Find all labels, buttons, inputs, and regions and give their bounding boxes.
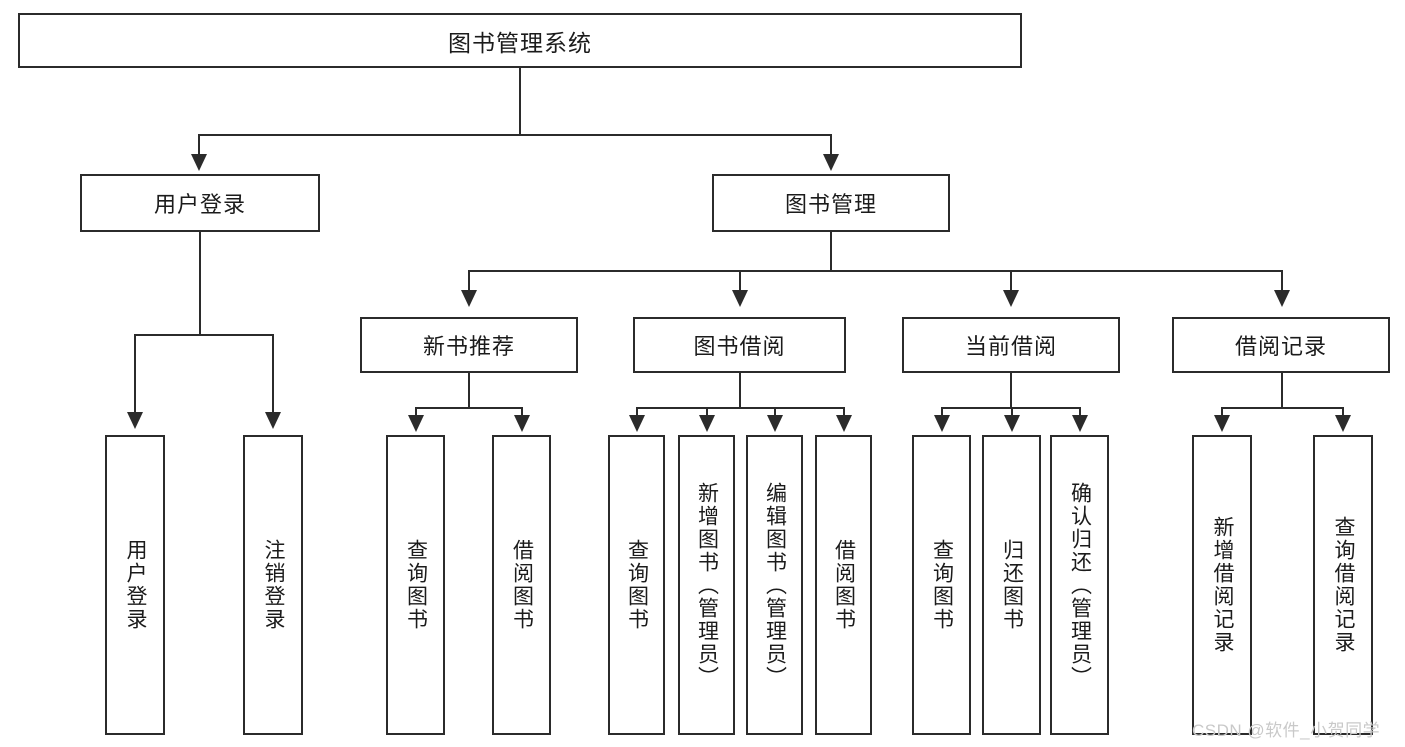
edge-user-login-drop-1 [272, 334, 274, 414]
leaf-logout[interactable]: 注销登录 [243, 435, 303, 735]
edge-borrow-record-drop-1 [1342, 407, 1344, 417]
edge-book-borrow-drop-1 [706, 407, 708, 417]
arrowhead-leaf-user-login [127, 412, 143, 429]
edge-book-mgmt-bus [468, 270, 1282, 272]
arrowhead-leaf-borrow-book-2 [836, 415, 852, 432]
edge-book-mgmt-stem [830, 232, 832, 272]
leaf-add-book-admin[interactable]: 新增图书（管理员） [678, 435, 735, 735]
edge-new-book-bus [415, 407, 522, 409]
node-root-system[interactable]: 图书管理系统 [18, 13, 1022, 68]
edge-book-mgmt-drop-2 [1010, 270, 1012, 292]
edge-book-borrow-drop-2 [774, 407, 776, 417]
arrowhead-leaf-confirm-return [1072, 415, 1088, 432]
edge-book-borrow-bus [636, 407, 844, 409]
leaf-query-book-recommend[interactable]: 查询图书 [386, 435, 445, 735]
arrowhead-leaf-query-book-1 [408, 415, 424, 432]
edge-book-mgmt-drop-0 [468, 270, 470, 292]
edge-user-login-stem [199, 232, 201, 336]
arrowhead-leaf-return-book [1004, 415, 1020, 432]
edge-level1-bus [198, 134, 831, 136]
arrowhead-leaf-logout [265, 412, 281, 429]
edge-book-borrow-drop-3 [843, 407, 845, 417]
edge-current-borrow-stem [1010, 373, 1012, 409]
arrowhead-leaf-borrow-book-1 [514, 415, 530, 432]
edge-borrow-record-drop-0 [1221, 407, 1223, 417]
edge-current-borrow-bus [941, 407, 1080, 409]
arrowhead-book-mgmt [823, 154, 839, 171]
edge-book-borrow-stem [739, 373, 741, 409]
node-book-borrow[interactable]: 图书借阅 [633, 317, 846, 373]
edge-root-stem [519, 68, 521, 135]
edge-user-login-drop-0 [134, 334, 136, 414]
csdn-watermark: CSDN @软件_小贺同学 [1192, 721, 1381, 740]
leaf-query-borrow-record[interactable]: 查询借阅记录 [1313, 435, 1373, 735]
node-borrow-record[interactable]: 借阅记录 [1172, 317, 1390, 373]
leaf-query-book-borrow[interactable]: 查询图书 [608, 435, 665, 735]
edge-to-book-mgmt [830, 134, 832, 156]
node-current-borrow[interactable]: 当前借阅 [902, 317, 1120, 373]
arrowhead-leaf-query-book-3 [934, 415, 950, 432]
arrowhead-borrow-record [1274, 290, 1290, 307]
leaf-confirm-return-admin[interactable]: 确认归还（管理员） [1050, 435, 1109, 735]
edge-current-borrow-drop-2 [1079, 407, 1081, 417]
edge-new-book-drop-1 [521, 407, 523, 417]
edge-book-mgmt-drop-1 [739, 270, 741, 292]
arrowhead-leaf-add-record [1214, 415, 1230, 432]
edge-to-user-login [198, 134, 200, 156]
edge-book-borrow-drop-0 [636, 407, 638, 417]
edge-borrow-record-bus [1221, 407, 1343, 409]
leaf-borrow-book-recommend[interactable]: 借阅图书 [492, 435, 551, 735]
edge-book-mgmt-drop-3 [1281, 270, 1283, 292]
edge-new-book-stem [468, 373, 470, 409]
node-new-book-recommend[interactable]: 新书推荐 [360, 317, 578, 373]
leaf-borrow-book[interactable]: 借阅图书 [815, 435, 872, 735]
arrowhead-new-book-recommend [461, 290, 477, 307]
leaf-return-book[interactable]: 归还图书 [982, 435, 1041, 735]
arrowhead-leaf-query-record [1335, 415, 1351, 432]
node-user-login[interactable]: 用户登录 [80, 174, 320, 232]
arrowhead-user-login [191, 154, 207, 171]
arrowhead-book-borrow [732, 290, 748, 307]
arrowhead-leaf-query-book-2 [629, 415, 645, 432]
arrowhead-leaf-add-book [699, 415, 715, 432]
leaf-edit-book-admin[interactable]: 编辑图书（管理员） [746, 435, 803, 735]
arrowhead-current-borrow [1003, 290, 1019, 307]
leaf-query-book-current[interactable]: 查询图书 [912, 435, 971, 735]
node-book-management[interactable]: 图书管理 [712, 174, 950, 232]
leaf-user-login[interactable]: 用户登录 [105, 435, 165, 735]
edge-user-login-bus [134, 334, 272, 336]
arrowhead-leaf-edit-book [767, 415, 783, 432]
edge-current-borrow-drop-0 [941, 407, 943, 417]
edge-current-borrow-drop-1 [1011, 407, 1013, 417]
edge-borrow-record-stem [1281, 373, 1283, 409]
edge-new-book-drop-0 [415, 407, 417, 417]
leaf-add-borrow-record[interactable]: 新增借阅记录 [1192, 435, 1252, 735]
